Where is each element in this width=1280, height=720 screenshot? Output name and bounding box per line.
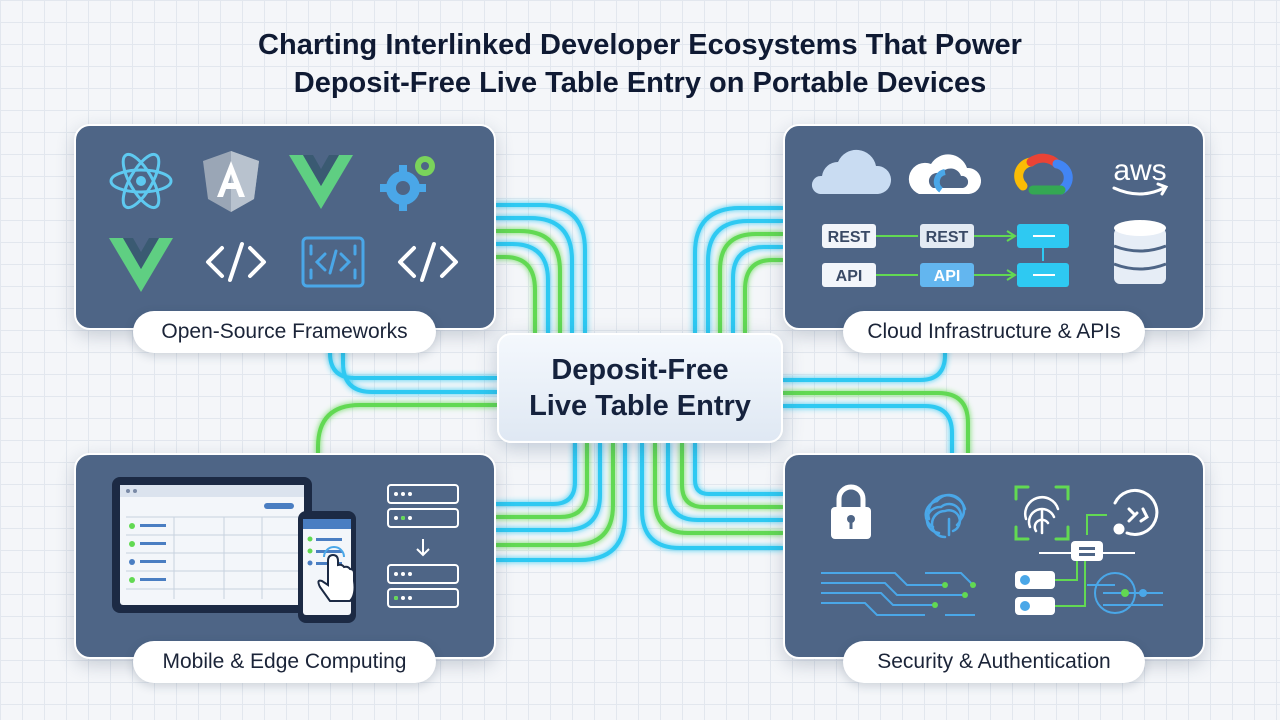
code-brackets-icon [206, 242, 266, 282]
panel-frameworks [74, 124, 496, 330]
hub-line-2: Live Table Entry [529, 390, 751, 422]
vue-icon-2 [109, 238, 173, 292]
hub-node: Deposit-Free Live Table Entry [497, 333, 783, 443]
api-flow-diagram: REST REST API API [822, 224, 1069, 287]
label-frameworks: Open-Source Frameworks [133, 311, 436, 353]
fingerprint-icon [924, 493, 967, 539]
label-mobile: Mobile & Edge Computing [133, 641, 436, 683]
touch-hand-icon [317, 546, 356, 602]
server-stack-icon [387, 484, 459, 608]
panel-cloud: aws REST REST API API [783, 124, 1205, 330]
title-line-1: Charting Interlinked Developer Ecosystem… [258, 29, 1022, 61]
google-cloud-color-icon [1014, 153, 1073, 195]
google-cloud-icon [908, 154, 982, 194]
page-title: Charting Interlinked Developer Ecosystem… [0, 26, 1280, 102]
react-icon [109, 152, 173, 210]
code-box-icon [301, 236, 365, 288]
title-line-2: Deposit-Free Live Table Entry on Portabl… [293, 67, 987, 99]
fingerprint-scan-icon [1014, 485, 1070, 541]
gears-icon [380, 156, 435, 211]
panel-mobile [74, 453, 496, 659]
face-id-icon [1113, 489, 1159, 536]
label-security: Security & Authentication [843, 641, 1145, 683]
padlock-icon [831, 484, 871, 539]
aws-icon: aws [1112, 154, 1169, 196]
rest-left-label: REST [828, 229, 871, 246]
panel-security [783, 453, 1205, 659]
hub-line-1: Deposit-Free [551, 354, 729, 386]
api-right-label: API [934, 268, 961, 285]
database-icon [1113, 220, 1167, 284]
vue-icon [289, 155, 353, 209]
aws-text: aws [1113, 154, 1166, 187]
label-cloud: Cloud Infrastructure & APIs [843, 311, 1145, 353]
rest-right-label: REST [926, 229, 969, 246]
arrow-down-icon [416, 539, 430, 557]
code-brackets-icon-2 [398, 242, 458, 282]
circuit-icon [821, 514, 1163, 616]
angular-icon [203, 151, 259, 212]
tablet-icon [112, 477, 312, 613]
api-left-label: API [836, 268, 863, 285]
cloud-icon [811, 149, 892, 194]
